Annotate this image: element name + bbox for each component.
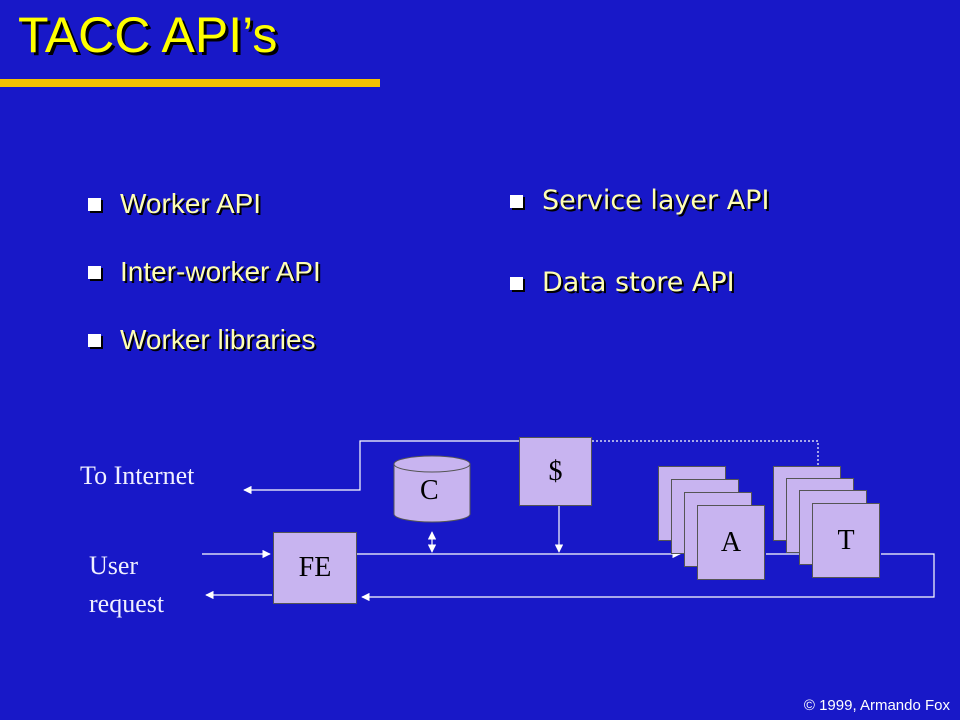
worker-a-box: A bbox=[697, 505, 765, 580]
to-internet-label: To Internet bbox=[80, 461, 195, 490]
return-loop-arrow bbox=[361, 553, 935, 602]
square-bullet-icon bbox=[88, 334, 101, 347]
bullet-item: Worker libraries bbox=[88, 322, 321, 390]
database-cylinder bbox=[393, 455, 471, 523]
title-underline bbox=[0, 79, 380, 87]
cache-box: $ bbox=[519, 437, 592, 506]
to-internet-arrow bbox=[243, 440, 520, 495]
bullet-text: Worker API bbox=[120, 188, 262, 219]
slide-title: TACC API’s bbox=[18, 7, 278, 63]
copyright-footer: © 1999, Armando Fox bbox=[803, 697, 950, 714]
cache-dotted-link bbox=[592, 440, 819, 466]
bullet-item: Inter-worker API bbox=[88, 254, 321, 322]
bullet-text: Inter-worker API bbox=[120, 256, 321, 287]
right-bullet-list: Service layer API Data store API bbox=[510, 183, 769, 347]
database-label: C bbox=[420, 475, 439, 506]
bullet-text: Data store API bbox=[542, 267, 735, 298]
bullet-item: Service layer API bbox=[510, 183, 769, 265]
user-request-label-line1: User bbox=[89, 551, 139, 580]
bullet-item: Worker API bbox=[88, 186, 321, 254]
square-bullet-icon bbox=[88, 198, 101, 211]
square-bullet-icon bbox=[510, 277, 523, 290]
square-bullet-icon bbox=[88, 266, 101, 279]
bullet-text: Service layer API bbox=[542, 185, 770, 216]
left-bullet-list: Worker API Inter-worker API Worker libra… bbox=[88, 186, 321, 390]
front-end-box: FE bbox=[273, 532, 357, 604]
worker-t-box: T bbox=[812, 503, 880, 578]
bullet-item: Data store API bbox=[510, 265, 769, 347]
bullet-text: Worker libraries bbox=[120, 324, 316, 355]
square-bullet-icon bbox=[510, 195, 523, 208]
user-request-label-line2: request bbox=[89, 589, 165, 618]
